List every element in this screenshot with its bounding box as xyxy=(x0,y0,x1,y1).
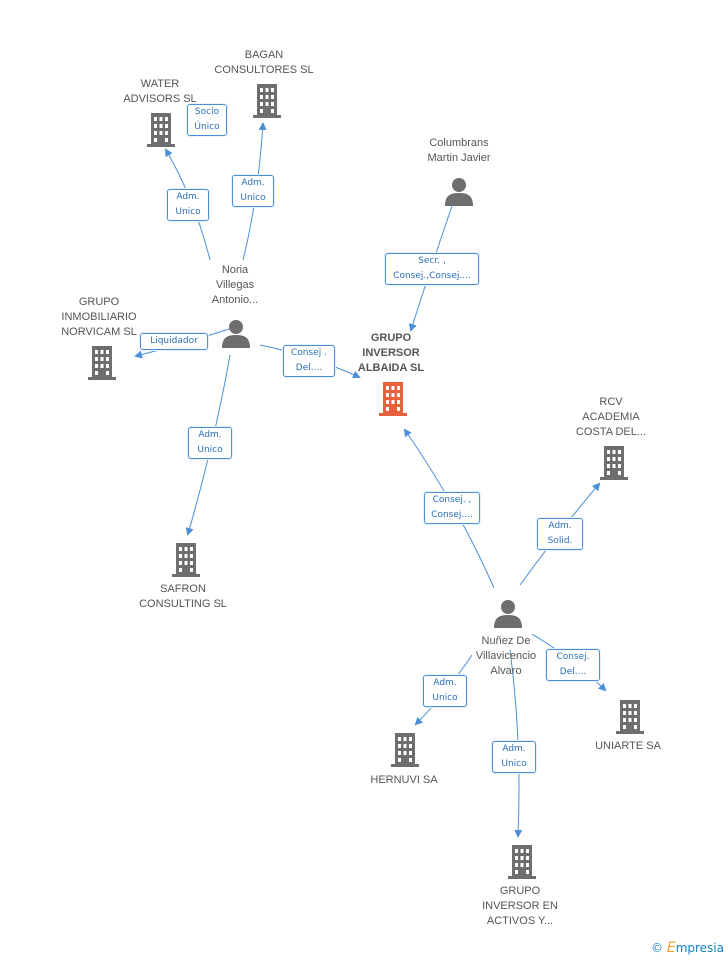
edge-label-secr-consej: Secr. , Consej.,Consej.... xyxy=(385,253,479,285)
node-label-grupo-inmobiliario[interactable]: GRUPO INMOBILIARIO NORVICAM SL xyxy=(61,296,137,338)
node-label-columbrans[interactable]: Columbrans Martin Javier xyxy=(427,137,491,164)
building-icon xyxy=(391,733,419,767)
node-label-nunez-villavicencio[interactable]: Nuñez De Villavicencio Alvaro xyxy=(475,635,537,677)
edge-label-adm-unico-safron: Adm. Unico xyxy=(188,427,232,459)
person-icon xyxy=(445,178,473,206)
edge-label-adm-unico-grupoinv: Adm. Unico xyxy=(492,741,536,773)
edge-label-socio-unico: Socio Único xyxy=(187,104,227,136)
building-icon xyxy=(172,543,200,577)
edge-label-adm-unico-hernuvi: Adm. Unico xyxy=(423,675,467,707)
node-label-grupo-inversor-albaida[interactable]: GRUPO INVERSOR ALBAIDA SL xyxy=(357,332,425,374)
node-label-uniarte[interactable]: UNIARTE SA xyxy=(595,740,661,752)
building-icon xyxy=(253,84,281,118)
person-icon xyxy=(494,600,522,628)
edge-label-adm-solid: Adm. Solid. xyxy=(537,518,583,550)
node-label-bagan-consultores[interactable]: BAGAN CONSULTORES SL xyxy=(214,49,314,76)
node-label-water-advisors[interactable]: WATER ADVISORS SL xyxy=(123,78,197,105)
edge-label-adm-unico-bagan: Adm. Unico xyxy=(232,175,274,207)
node-label-noria-villegas[interactable]: Noria Villegas Antonio... xyxy=(211,264,259,306)
brand-name: mpresia xyxy=(675,941,724,955)
node-label-grupo-inversor-activos[interactable]: GRUPO INVERSOR EN ACTIVOS Y... xyxy=(482,885,558,927)
brand-initial: E xyxy=(666,940,676,956)
edge-label-consej-nunez: Consej. , Consej.... xyxy=(424,492,480,524)
edges xyxy=(134,122,607,838)
building-icon xyxy=(616,700,644,734)
node-label-hernuvi[interactable]: HERNUVI SA xyxy=(370,774,438,786)
edge-label-consej-del-uniarte: Consej. Del.... xyxy=(546,649,600,681)
edge-label-consej-del-noria: Consej . Del.... xyxy=(283,345,335,377)
copyright-icon: © xyxy=(651,941,663,955)
empresia-logo[interactable]: © Empresia xyxy=(651,940,724,956)
building-icon xyxy=(147,113,175,147)
building-icon xyxy=(88,346,116,380)
node-label-safron-consulting[interactable]: SAFRON CONSULTING SL xyxy=(139,583,227,610)
main-building-icon xyxy=(379,382,407,416)
node-label-rcv-academia[interactable]: RCV ACADEMIA COSTA DEL... xyxy=(575,396,647,438)
person-icon xyxy=(222,320,250,348)
building-icon xyxy=(600,446,628,480)
edge-label-liquidador: Liquidador xyxy=(140,333,208,350)
building-icon xyxy=(508,845,536,879)
edge-label-adm-unico-water: Adm. Unico xyxy=(167,189,209,221)
